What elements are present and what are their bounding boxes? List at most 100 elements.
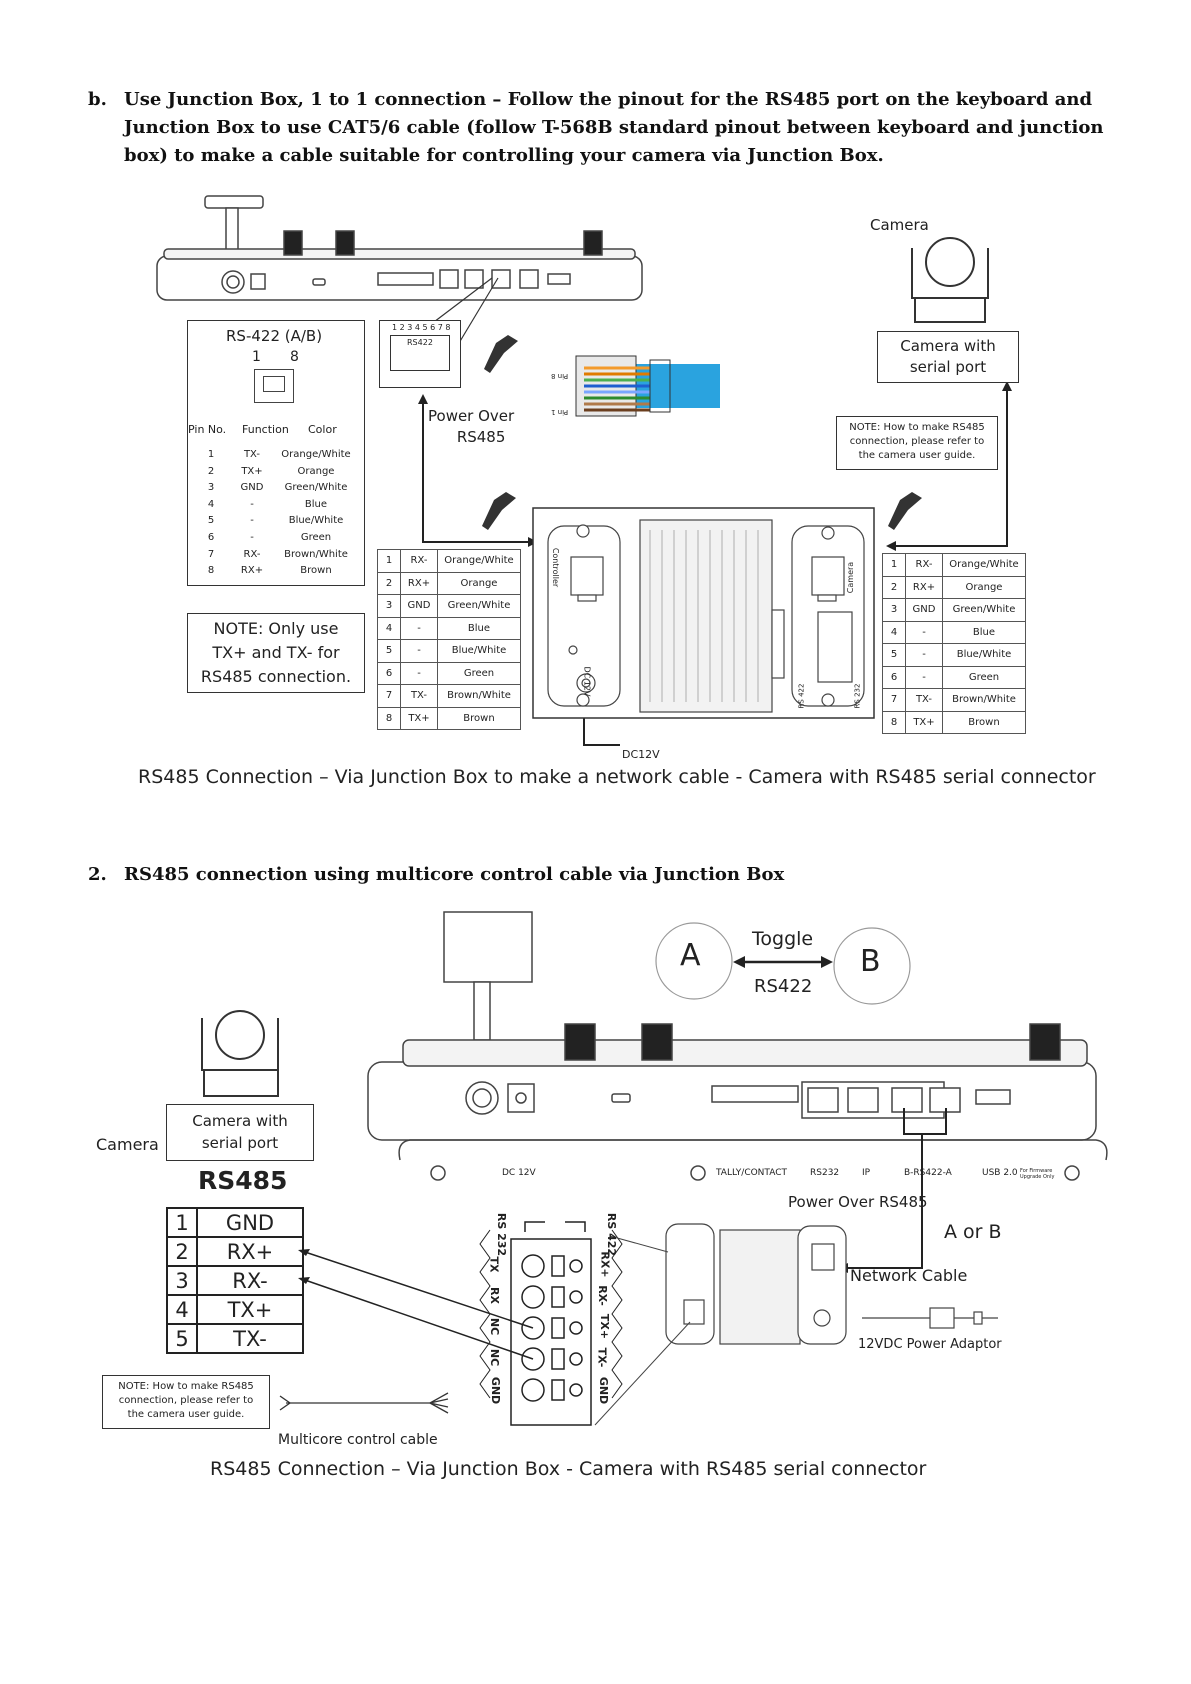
toggle-rs422-label: RS422 — [754, 976, 813, 997]
terminal-left-nc2: NC — [488, 1348, 502, 1367]
note-only-line2: TX+ and TX- for — [212, 643, 340, 662]
rs422-pin1: 1 — [252, 349, 261, 365]
keyboard-controller-icon — [367, 911, 1108, 1181]
terminal-left-nc1: NC — [488, 1317, 502, 1336]
camera-serial-port-box-2: Camera with serial port — [166, 1104, 314, 1161]
camera-note-box-1: NOTE: How to make RS485 connection, plea… — [836, 416, 998, 470]
camera-note-line3: the camera user guide. — [858, 450, 976, 461]
camera-port-line2: serial port — [909, 358, 987, 376]
terminal-left-gnd: GND — [489, 1376, 503, 1405]
power-over-line2: RS485 — [456, 428, 506, 446]
camera-icon — [201, 1010, 279, 1097]
rear-tally-label: TALLY/CONTACT — [716, 1168, 787, 1178]
camera-port-line1: Camera with — [192, 1112, 288, 1130]
pin-row: 6-Green — [207, 531, 332, 543]
pin-row: 4-Blue — [207, 498, 328, 510]
note-only-box: NOTE: Only use TX+ and TX- for RS485 con… — [187, 613, 365, 693]
multicore-label: Multicore control cable — [278, 1432, 438, 1448]
camera-note-box-2: NOTE: How to make RS485 connection, plea… — [102, 1375, 270, 1429]
terminal-right-rxm: RX- — [595, 1285, 609, 1306]
camera-note-line1: NOTE: How to make RS485 — [118, 1381, 254, 1392]
terminal-block-icon — [479, 1221, 623, 1426]
rs422-pin-box: RS-422 (A/B) 1 8 Pin No. Function Color … — [187, 320, 365, 586]
rj45-port-icon — [254, 369, 294, 403]
table-row: 6-Green — [882, 665, 1026, 689]
power-over-rs485-label-2: Power Over RS485 — [788, 1193, 928, 1211]
diagram1-caption: RS485 Connection – Via Junction Box to m… — [138, 766, 1096, 788]
terminal-rs422-label: RS 422 — [605, 1212, 619, 1257]
keyboard-controller-icon — [156, 195, 643, 301]
note-only-line3: RS485 connection. — [200, 667, 352, 686]
camera-label-2: Camera — [96, 1135, 159, 1154]
rear-dc-label: DC 12V — [502, 1168, 536, 1178]
port-zoom-numbers: 1 2 3 4 5 6 7 8 — [392, 323, 451, 332]
terminal-right-txp: TX+ — [598, 1313, 612, 1340]
rear-usb-label: USB 2.0 — [982, 1168, 1018, 1178]
note-only-line1: NOTE: Only use — [213, 619, 339, 638]
junction-box-icon — [547, 519, 865, 713]
camera-note-line2: connection, please refer to — [118, 1395, 254, 1406]
toggle-a: A — [680, 938, 701, 973]
pin-header-no: Pin No. — [188, 423, 227, 436]
rear-brs-label: B-RS422-A — [904, 1168, 952, 1178]
camera-port-line2: serial port — [201, 1134, 279, 1152]
rs485-title: RS485 — [198, 1166, 288, 1195]
network-cable-label: Network Cable — [850, 1266, 968, 1285]
crimp-tool-icon — [482, 335, 922, 530]
table-row: 5-Blue/White — [377, 639, 521, 663]
rs422-pin8: 8 — [290, 349, 299, 365]
terminal-left-tx: TX — [487, 1256, 501, 1273]
rear-rs232-label: RS232 — [810, 1168, 840, 1178]
camera-note-line2: connection, please refer to — [849, 436, 985, 447]
section-b-text: Use Junction Box, 1 to 1 connection – Fo… — [124, 89, 1104, 166]
rj45-cable-icon — [575, 355, 720, 417]
pin-row: 5-Blue/White — [207, 515, 344, 527]
a-or-b-label: A or B — [944, 1221, 1002, 1243]
diagram2-caption: RS485 Connection – Via Junction Box - Ca… — [210, 1458, 927, 1480]
terminal-rs232-label: RS 232 — [495, 1212, 509, 1257]
rs422-title: RS-422 (A/B) — [226, 327, 323, 345]
camera-note-line3: the camera user guide. — [127, 1409, 245, 1420]
section-b-marker: b. — [88, 89, 107, 110]
pin-header-color: Color — [308, 423, 337, 436]
junction-box-icon — [665, 1223, 847, 1345]
camera-icon — [911, 237, 989, 323]
port-zoom-label: RS422 — [407, 338, 433, 347]
dc12v-label: DC12V — [622, 748, 660, 761]
rj45-port-icon: RS422 — [390, 335, 450, 371]
pin-header-function: Function — [242, 423, 289, 436]
terminal-right-gnd: GND — [597, 1376, 611, 1405]
terminal-left-rx: RX — [487, 1287, 501, 1304]
camera-serial-port-box: Camera with serial port — [877, 331, 1019, 383]
terminal-right-txm: TX- — [595, 1347, 609, 1368]
camera-label: Camera — [870, 216, 929, 234]
camera-note-line1: NOTE: How to make RS485 — [849, 422, 985, 433]
power-adaptor-label: 12VDC Power Adaptor — [858, 1337, 1002, 1352]
camera-port-line1: Camera with — [900, 337, 996, 355]
toggle-label: Toggle — [752, 928, 814, 950]
power-over-line1: Power Over — [428, 407, 515, 425]
rear-usb-note: For Firmware Upgrade Only — [1020, 1168, 1055, 1180]
